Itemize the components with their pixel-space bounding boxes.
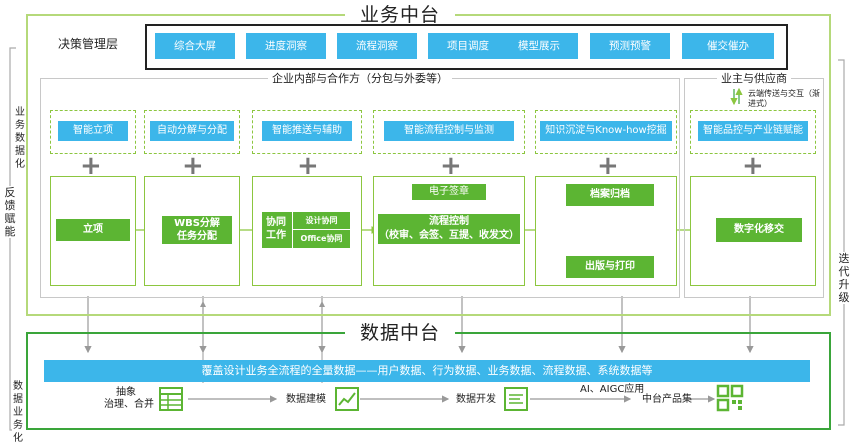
cloud-note: 云端传送与交互（渐进式） [748, 89, 820, 108]
process-flow-line2: （校审、会签、互提、收发文） [379, 230, 519, 241]
enterprise-header: 企业内部与合作方（分包与外委等） [268, 72, 452, 85]
side-label-iteration: 迭代升级 [838, 252, 850, 304]
capability-flow-monitor[interactable]: 智能流程控制与监测 [384, 121, 514, 141]
capability-knowhow[interactable]: 知识沉淀与Know-how挖掘 [540, 121, 672, 141]
decision-button-scheduling[interactable]: 项目调度 [428, 33, 508, 59]
decision-button-urge[interactable]: 催交催办 [682, 33, 774, 59]
process-wbs-line1: WBS分解 [174, 218, 220, 229]
process-archive[interactable]: 档案归档 [566, 184, 654, 206]
code-icon [503, 386, 529, 412]
process-wbs-line2: 任务分配 [177, 231, 217, 242]
process-collab-design: 设计协同 [293, 212, 350, 230]
process-wbs[interactable]: WBS分解 任务分配 [162, 216, 232, 244]
process-collaboration[interactable]: 协同工作 设计协同 Office协同 [262, 212, 350, 248]
process-esign[interactable]: 电子签章 [412, 184, 486, 200]
plus-icon: + [80, 151, 102, 181]
capability-smart-initiation[interactable]: 智能立项 [58, 121, 128, 141]
process-publish[interactable]: 出版与打印 [566, 256, 654, 278]
plus-icon: + [742, 151, 764, 181]
decision-button-forecast[interactable]: 预测预警 [590, 33, 670, 59]
process-digital-handover[interactable]: 数字化移交 [716, 218, 802, 242]
decision-button-progress[interactable]: 进度洞察 [246, 33, 326, 59]
pipeline-step4-top: AI、AIGC应用 [580, 384, 645, 395]
process-flow-control[interactable]: 流程控制 （校审、会签、互提、收发文） [378, 214, 520, 244]
capability-frame [252, 110, 362, 154]
capability-auto-decompose[interactable]: 自动分解与分配 [150, 121, 234, 141]
plus-icon: + [597, 151, 619, 181]
capability-frame [535, 110, 677, 154]
capability-smart-push[interactable]: 智能推送与辅助 [262, 121, 352, 141]
qr-code-icon [716, 384, 744, 412]
chart-icon [334, 386, 360, 412]
pipeline-step1-line1: 抽象 [116, 387, 136, 398]
pipeline-step3: 数据开发 [456, 394, 496, 405]
capability-frame [144, 110, 240, 154]
side-label-data-ization: 业务数据化 [14, 106, 26, 171]
pipeline-step4: 中台产品集 [642, 394, 692, 405]
plus-icon: + [182, 151, 204, 181]
capability-frame [50, 110, 136, 154]
collab-divider [292, 212, 293, 248]
decision-button-dashboard[interactable]: 综合大屏 [155, 33, 235, 59]
capability-frame [690, 110, 816, 154]
side-label-business-ization: 数据业务化 [12, 380, 24, 445]
table-icon [158, 386, 184, 412]
data-coverage-bar: 覆盖设计业务全流程的全量数据——用户数据、行为数据、业务数据、流程数据、系统数据… [44, 360, 810, 382]
capability-frame [373, 110, 525, 154]
owner-header: 业主与供应商 [717, 72, 791, 85]
plus-icon: + [297, 151, 319, 181]
process-collab-main: 协同工作 [266, 217, 286, 241]
process-collab-office: Office协同 [300, 234, 343, 243]
plus-icon: + [440, 151, 462, 181]
process-initiation[interactable]: 立项 [56, 219, 130, 241]
decision-layer-label: 决策管理层 [58, 37, 119, 51]
business-platform-title: 业务中台 [345, 4, 455, 26]
process-flow-line1: 流程控制 [429, 216, 469, 227]
decision-button-model[interactable]: 模型展示 [500, 33, 578, 59]
capability-quality-control[interactable]: 智能品控与产业链赋能 [698, 121, 808, 141]
pipeline-step1-line2: 治理、合并 [104, 399, 154, 410]
data-platform-title: 数据中台 [345, 322, 455, 344]
decision-button-process[interactable]: 流程洞察 [337, 33, 417, 59]
pipeline-step2: 数据建模 [286, 394, 326, 405]
side-label-feedback: 反馈赋能 [4, 186, 16, 238]
